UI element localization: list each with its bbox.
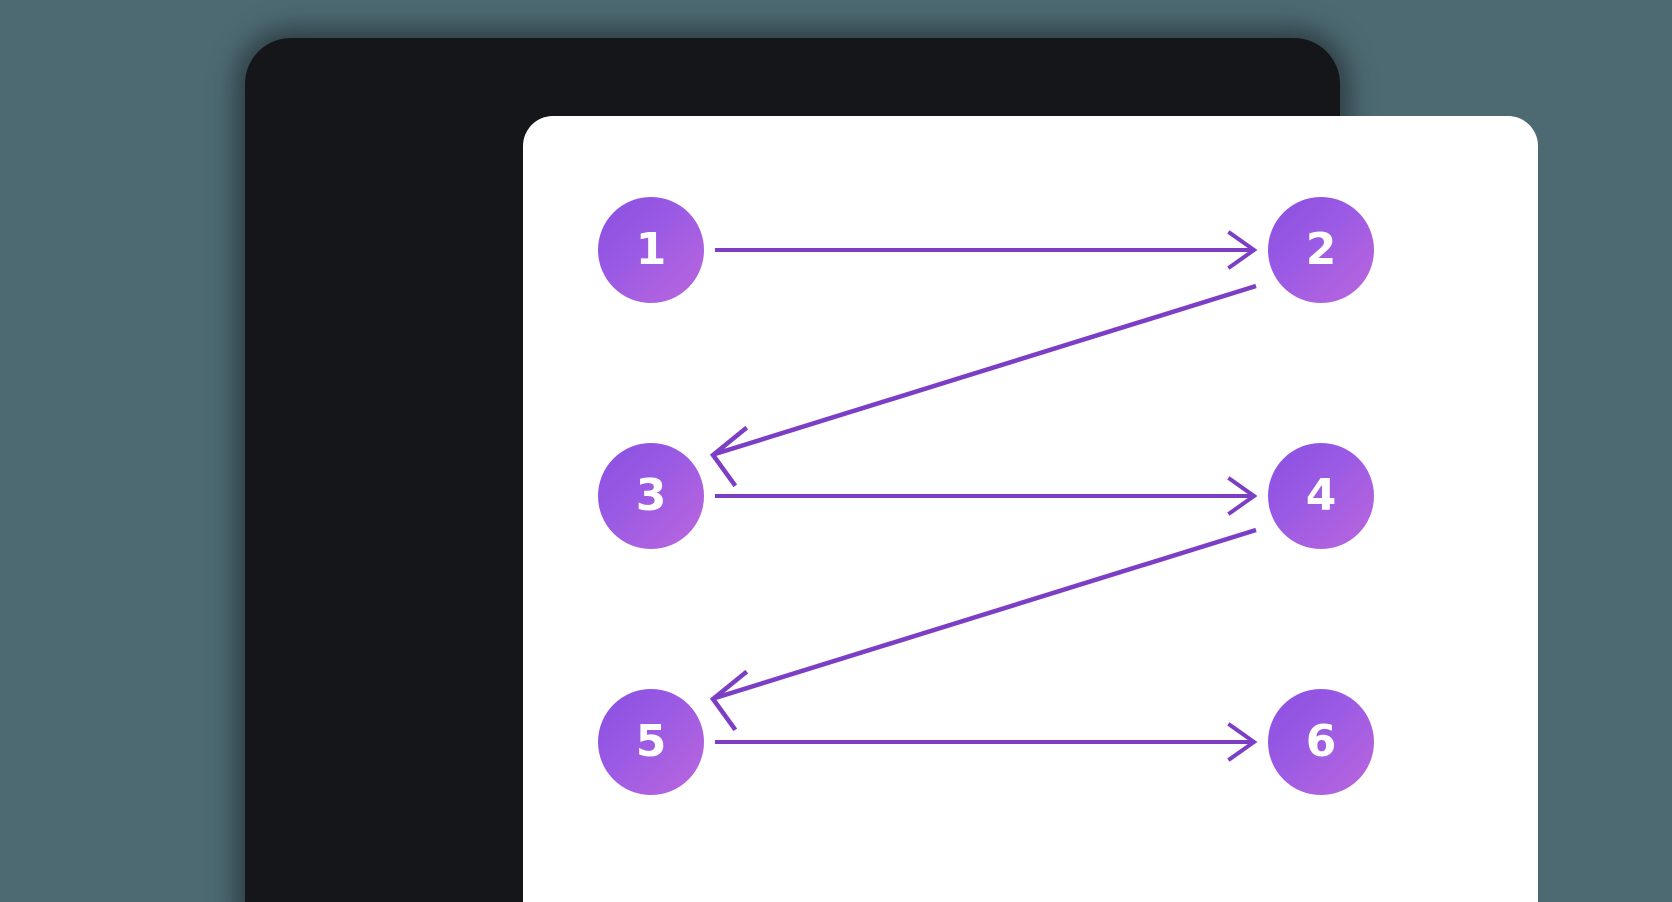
edge-4-to-5 <box>709 527 1257 732</box>
graph-node-1-label: 1 <box>635 224 667 275</box>
diagram-canvas: 1 2 3 4 5 6 <box>523 116 1538 902</box>
edge-layer <box>709 230 1258 762</box>
graph-node-4-label: 4 <box>1305 470 1337 521</box>
graph-node-3-label: 3 <box>635 470 667 521</box>
edge-5-to-6 <box>715 722 1258 762</box>
edge-3-to-4 <box>715 476 1258 516</box>
graph-node-1[interactable]: 1 <box>598 197 704 303</box>
edge-1-to-2 <box>715 230 1258 270</box>
graph-node-2-label: 2 <box>1305 224 1337 275</box>
graph-node-2[interactable]: 2 <box>1268 197 1374 303</box>
graph-node-3[interactable]: 3 <box>598 443 704 549</box>
graph-node-4[interactable]: 4 <box>1268 443 1374 549</box>
graph-node-5[interactable]: 5 <box>598 689 704 795</box>
graph-node-6[interactable]: 6 <box>1268 689 1374 795</box>
device-bezel: 1 2 3 4 5 6 <box>245 38 1538 902</box>
graph-node-6-label: 6 <box>1305 716 1337 767</box>
edge-2-to-3 <box>709 283 1257 488</box>
graph-node-5-label: 5 <box>635 716 667 767</box>
